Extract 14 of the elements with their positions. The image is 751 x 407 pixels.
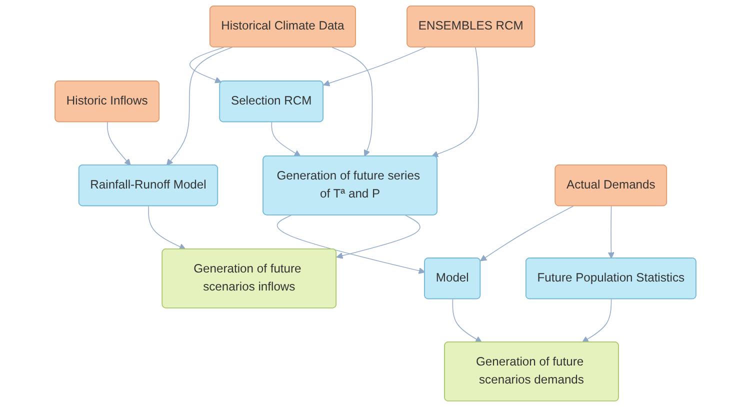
arrow [166,46,233,166]
arrow [480,206,574,262]
arrow [608,206,615,259]
arrow [107,122,131,166]
arrow [190,46,224,84]
arrow [336,214,420,259]
arrow [148,206,186,250]
arrow [271,122,301,157]
arrow [452,298,482,343]
arrow [323,46,426,86]
arrow [276,214,426,274]
arrow [332,46,373,157]
arrow [432,46,479,158]
arrow [582,298,612,343]
